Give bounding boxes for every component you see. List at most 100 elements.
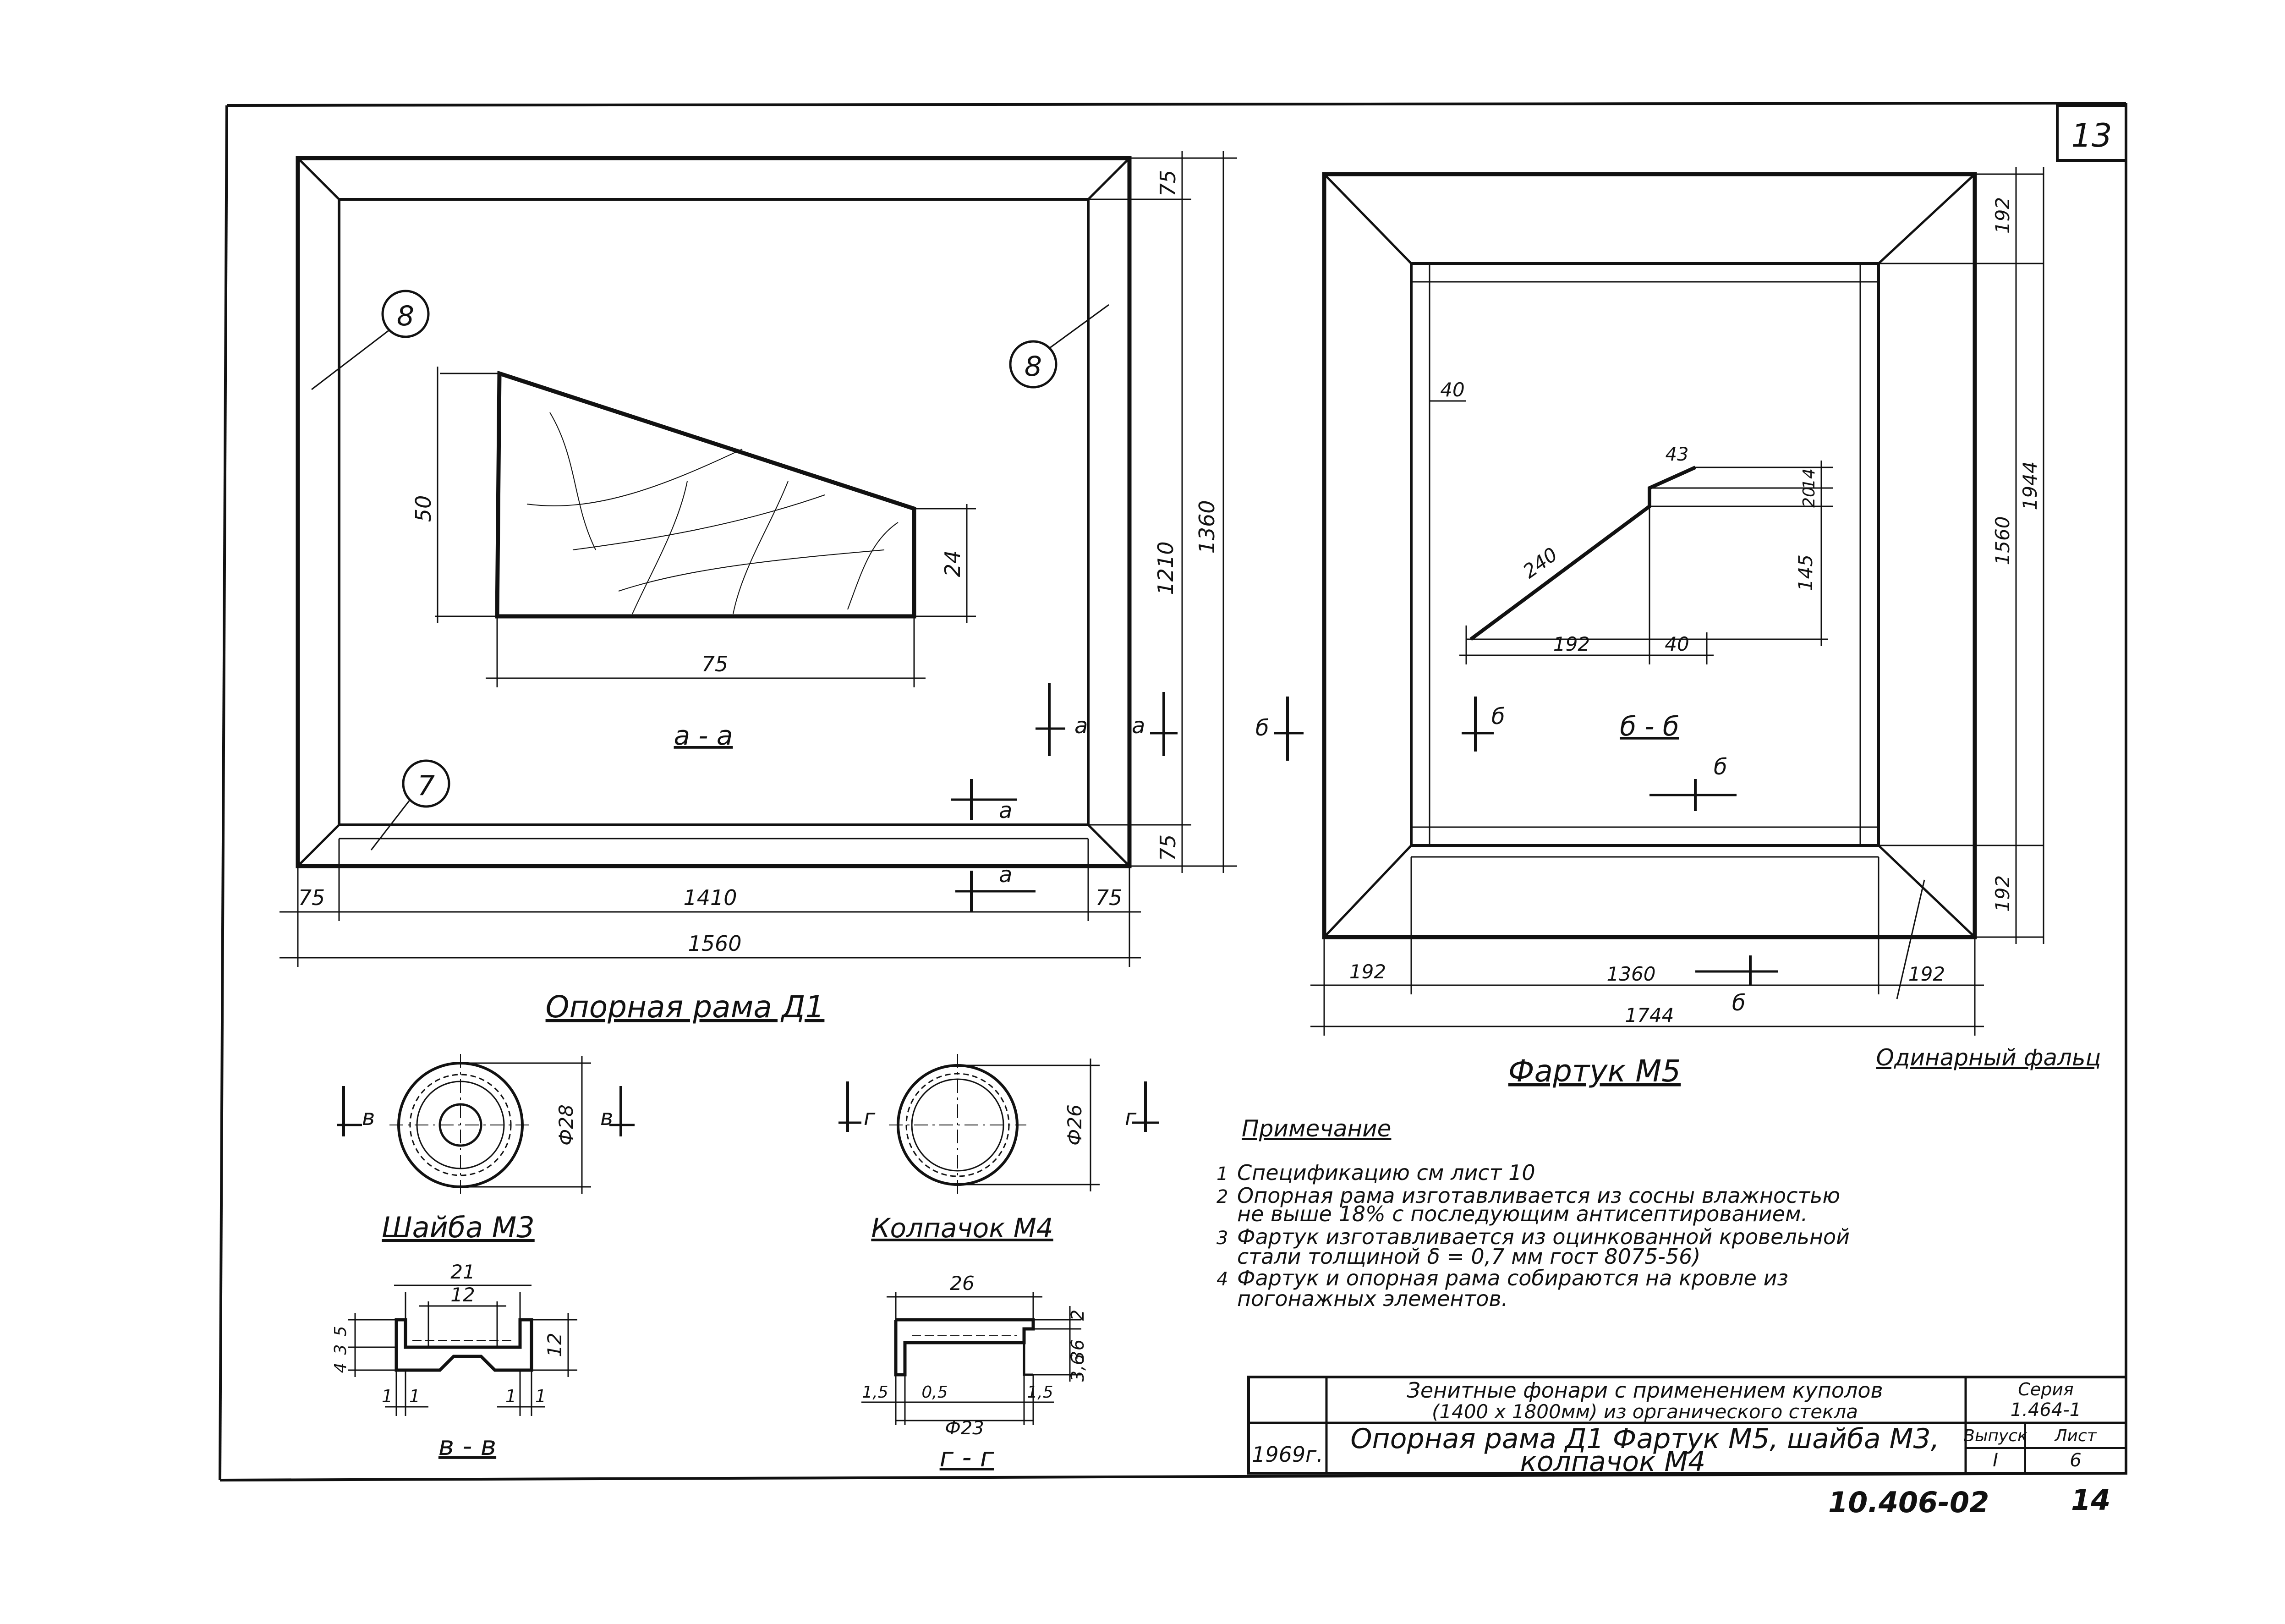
sheet-frame: 13 [219, 102, 2127, 1481]
cap-dim-23: Ф23 [945, 1418, 984, 1439]
tb-series-value: 1.464-1 [2011, 1399, 2081, 1421]
tb-sheet-label: Лист [2054, 1426, 2097, 1445]
washer-dim-r1b: 1 [535, 1386, 546, 1406]
frame-d1-mark-a-3: а [999, 798, 1012, 823]
apron-dim-1744: 1744 [1625, 1004, 1674, 1026]
sheet-corner-number: 13 [2071, 117, 2112, 154]
tb-series-label: Серия [2018, 1379, 2074, 1399]
apron-dim-1944: 1944 [2019, 461, 2041, 510]
frame-d1-callout-8b: 8 [1025, 351, 1042, 383]
frame-d1-dim-bottom-75: 75 [1156, 834, 1180, 861]
cap-dim-6: 6 [1068, 1339, 1088, 1350]
frame-d1-callout-8a: 8 [397, 300, 414, 332]
note-2-num: 2 [1216, 1186, 1228, 1207]
frame-d1-callout-7: 7 [417, 770, 435, 802]
note-4-text: Фартук и опорная рама собираются на кров… [1237, 1266, 1788, 1290]
frame-d1-mark-a-2: а [1132, 713, 1145, 739]
note-4b-text: погонажных элементов. [1237, 1286, 1508, 1311]
washer-dim-12h: 12 [543, 1333, 566, 1357]
tb-issue-label: Выпуск [1963, 1426, 2027, 1445]
page-number: 14 [2071, 1483, 2110, 1517]
tb-issue-value: I [1993, 1450, 1998, 1471]
washer-dim-l1b: 1 [409, 1386, 420, 1406]
frame-d1-dim-left-75: 75 [298, 885, 325, 910]
apron-dim-top-192: 192 [1991, 197, 2014, 234]
tb-sheet-value: 6 [2070, 1450, 2081, 1471]
apron-dim-left-192: 192 [1349, 960, 1386, 983]
apron-dim-1360: 1360 [1607, 963, 1656, 985]
cap-dim-0-5: 0,5 [921, 1383, 948, 1402]
apron-mark-b-3: б [1714, 754, 1727, 780]
frame-d1-view: 8 8 7 50 24 75 а - а а а а [279, 151, 1237, 1025]
washer-dim-4: 4 [331, 1363, 350, 1373]
washer-mark-v-2: в [600, 1105, 613, 1130]
apron-mark-b-1: б [1255, 715, 1269, 741]
apron-dim-43: 43 [1666, 444, 1689, 465]
frame-d1-mark-a-1: а [1074, 713, 1088, 739]
washer-m3-title: Шайба М3 [382, 1211, 534, 1244]
tb-drawing-title-1: Опорная рама Д1 Фартук М5, шайба М3, [1350, 1423, 1939, 1455]
washer-dim-5: 5 [331, 1326, 350, 1337]
frame-d1-inset-dim-50: 50 [411, 495, 436, 522]
washer-dim-12w: 12 [450, 1284, 475, 1306]
note-3-num: 3 [1216, 1228, 1228, 1249]
apron-dim-right-192: 192 [1908, 963, 1945, 985]
washer-m3-view: в в Ф28 Шайба М3 21 12 12 4 3 5 [331, 1054, 635, 1461]
note-3-text: Фартук изготавливается из оцинкованной к… [1237, 1224, 1850, 1249]
apron-dim-40: 40 [1440, 379, 1464, 401]
apron-dim-192b: 192 [1553, 633, 1590, 655]
cap-dim-1-5b: 1,5 [1027, 1383, 1053, 1402]
frame-d1-dim-top-75: 75 [1156, 170, 1180, 197]
apron-m5-title: Фартук М5 [1508, 1053, 1681, 1089]
frame-d1-title: Опорная рама Д1 [546, 989, 825, 1025]
frame-d1-section-label: а - а [674, 720, 733, 751]
frame-d1-dim-1410: 1410 [683, 885, 737, 910]
tb-project-line1: Зенитные фонари с применением куполов [1407, 1378, 1883, 1403]
doc-code: 10.406-02 [1828, 1486, 1989, 1519]
apron-dim-14: 14 [1800, 468, 1819, 489]
frame-d1-dim-1210: 1210 [1153, 541, 1178, 595]
washer-section-label: в - в [438, 1430, 496, 1461]
cap-diameter: Ф26 [1063, 1104, 1086, 1146]
apron-dim-40b: 40 [1665, 633, 1689, 655]
frame-d1-inset-dim-75: 75 [701, 652, 729, 676]
cap-m4-title: Колпачок М4 [871, 1213, 1053, 1244]
apron-dim-bottom-192: 192 [1991, 875, 2014, 912]
frame-d1-dim-right-75: 75 [1096, 885, 1123, 910]
note-2b-text: не выше 18% с последующим антисептирован… [1237, 1202, 1808, 1226]
cap-mark-g-2: г [1125, 1105, 1137, 1130]
apron-dim-145: 145 [1794, 554, 1817, 591]
apron-dim-20: 20 [1800, 487, 1819, 508]
note-1-num: 1 [1216, 1163, 1228, 1185]
washer-diameter: Ф28 [555, 1104, 577, 1146]
notes-heading: Примечание [1242, 1115, 1391, 1142]
washer-mark-v-1: в [362, 1105, 375, 1130]
apron-m5-view: 40 192 40 240 43 20 14 145 б - б б б б б [1255, 167, 2101, 1089]
cap-section-label: г - г [940, 1442, 994, 1473]
frame-d1-dim-1360: 1360 [1195, 500, 1219, 554]
cap-m4-view: г г Ф26 Колпачок М4 26 2 6 3 3,6 1,5 0,5… [838, 1054, 1159, 1473]
cap-dim-2: 2 [1068, 1310, 1088, 1321]
cap-dim-3-6: 3,6 [1068, 1354, 1088, 1382]
washer-dim-3: 3 [331, 1344, 350, 1355]
tb-project-line2: (1400 х 1800мм) из органического стекла [1432, 1400, 1858, 1423]
cap-dim-1-5a: 1,5 [862, 1383, 888, 1402]
apron-fold-note: Одинарный фальц [1876, 1044, 2101, 1071]
apron-mark-b-2: б [1491, 704, 1505, 730]
cap-dim-26: 26 [950, 1272, 974, 1295]
cap-mark-g-1: г [864, 1105, 876, 1130]
apron-dim-1560: 1560 [1991, 516, 2014, 565]
note-4-num: 4 [1216, 1269, 1228, 1290]
frame-d1-dim-1560: 1560 [688, 931, 741, 956]
notes-block: Примечание 1 Спецификацию см лист 10 2 О… [1216, 1115, 1850, 1311]
tb-year: 1969г. [1252, 1442, 1323, 1467]
washer-dim-l1: 1 [382, 1386, 393, 1406]
title-block: Зенитные фонари с применением куполов (1… [1247, 1376, 2127, 1478]
apron-section-label: б - б [1620, 711, 1679, 742]
note-1-text: Спецификацию см лист 10 [1237, 1160, 1535, 1185]
frame-d1-inset-dim-24: 24 [940, 550, 965, 577]
note-2-text: Опорная рама изготавливается из сосны вл… [1237, 1183, 1840, 1208]
frame-d1-mark-a-4: а [999, 862, 1012, 888]
washer-dim-r1: 1 [505, 1386, 516, 1406]
